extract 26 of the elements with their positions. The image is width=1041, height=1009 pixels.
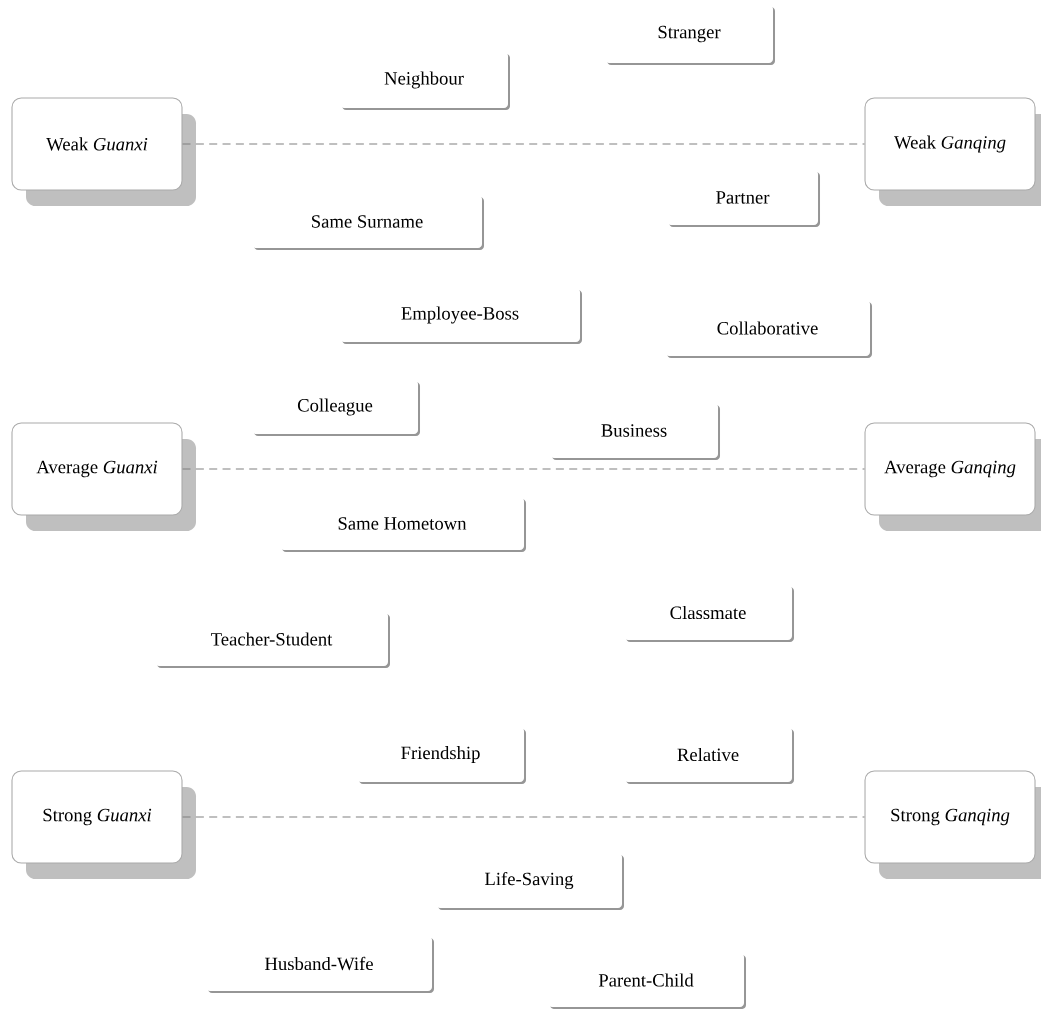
- label-box: Classmate: [624, 585, 794, 642]
- rounded-box: Strong Guanxi: [11, 770, 196, 879]
- label-box: Same Hometown: [280, 497, 526, 552]
- label-box: Teacher-Student: [155, 612, 390, 668]
- node-label: Same Surname: [312, 215, 423, 228]
- dashed-line: [182, 143, 865, 145]
- label-box: Relative: [624, 727, 794, 784]
- dashed-line: [182, 468, 865, 470]
- rounded-box: Average Guanxi: [11, 422, 196, 531]
- label-box: Parent-Child: [548, 953, 746, 1009]
- label-box: Collaborative: [665, 300, 872, 358]
- dashed-line: [182, 816, 865, 818]
- label-box: Business: [550, 403, 720, 460]
- label-box: Husband-Wife: [206, 936, 434, 993]
- label-box: Employee-Boss: [340, 288, 582, 344]
- rounded-box: Weak Ganqing: [864, 97, 1041, 206]
- label-box: Friendship: [357, 727, 526, 784]
- label-box: Neighbour: [340, 52, 510, 110]
- label-box: Same Surname: [252, 195, 484, 250]
- label-box: Partner: [667, 170, 820, 227]
- rounded-box: Average Ganqing: [864, 422, 1041, 531]
- label-box: Colleague: [252, 380, 420, 436]
- label-box: Life-Saving: [436, 853, 624, 910]
- rounded-box: Weak Guanxi: [11, 97, 196, 206]
- label-box: Stranger: [605, 5, 775, 65]
- rounded-box: Strong Ganqing: [864, 770, 1041, 879]
